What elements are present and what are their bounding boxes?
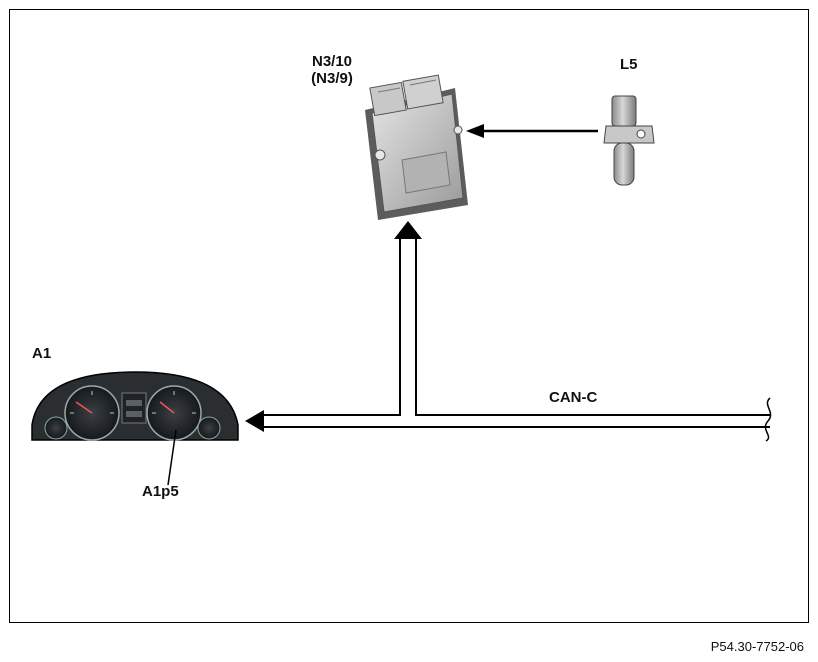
- arrow-to-ecu: [394, 221, 422, 239]
- sensor-signal-arrow: [466, 124, 598, 138]
- instrument-cluster-image: [31, 371, 239, 441]
- ecu-module-image: [365, 74, 468, 220]
- arrow-to-cluster: [245, 410, 264, 432]
- cluster-label: A1: [32, 345, 52, 362]
- sensor-label: L5: [620, 56, 638, 73]
- ecu-label: N3/10 (N3/9): [302, 53, 362, 87]
- bus-break-mark: [764, 397, 772, 442]
- ecu-alt-id-label: (N3/9): [311, 70, 353, 87]
- can-bus-line: [263, 237, 772, 442]
- can-bus-label: CAN-C: [549, 389, 598, 406]
- diagram-frame: [9, 9, 809, 623]
- ecu-id-label: N3/10: [311, 53, 353, 70]
- speedometer-leader-line: [167, 429, 177, 486]
- sensor-image: [603, 95, 655, 186]
- figure-reference: P54.30-7752-06: [710, 639, 804, 654]
- speedometer-label: A1p5: [142, 483, 179, 500]
